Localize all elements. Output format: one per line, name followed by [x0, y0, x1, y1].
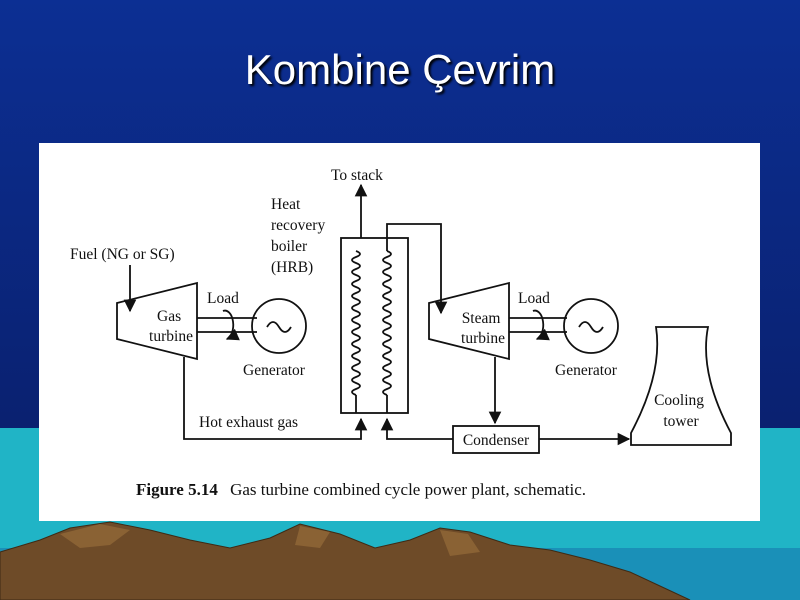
mountain-highlight — [440, 530, 480, 556]
hrb-label: Heat recovery boiler (HRB) — [271, 196, 329, 276]
sine-wave-icon-right — [578, 321, 604, 333]
boiler-coil-right — [382, 250, 392, 396]
cooling-tower-label: Cooling tower — [654, 392, 708, 430]
mountain-highlight — [60, 524, 130, 548]
gas-turbine — [116, 281, 198, 361]
boiler-coil-left — [351, 250, 361, 396]
fuel-label: Fuel (NG or SG) — [70, 246, 175, 263]
hot-exhaust-line — [183, 357, 368, 440]
sine-wave-icon-left — [266, 321, 292, 333]
condenser-label: Condenser — [463, 432, 530, 449]
slide-title: Kombine Çevrim — [244, 46, 556, 93]
generator-left-label: Generator — [243, 362, 306, 379]
mountain-range — [0, 521, 691, 600]
heat-recovery-boiler — [340, 237, 409, 414]
load-rotation-icon-right — [532, 309, 550, 341]
combined-cycle-schematic: To stack Heat recovery boiler (HRB) Fuel… — [70, 167, 732, 499]
condensate-return-line — [380, 417, 453, 440]
hot-exhaust-label: Hot exhaust gas — [199, 414, 298, 431]
generator-left-icon — [251, 298, 307, 354]
mountain-highlight — [295, 526, 330, 548]
figure-caption: Figure 5.14 Gas turbine combined cycle p… — [136, 480, 586, 499]
cooling-tower — [630, 326, 732, 446]
load-rotation-icon-left — [222, 309, 240, 341]
load-label-left: Load — [207, 290, 239, 307]
load-label-right: Load — [518, 290, 550, 307]
steam-supply-line — [386, 223, 448, 315]
steam-turbine — [428, 281, 510, 361]
caption-text: Gas turbine combined cycle power plant, … — [230, 480, 586, 499]
gas-turbine-label: Gas turbine — [149, 308, 193, 345]
to-stack-label: To stack — [331, 167, 383, 184]
generator-right-icon — [563, 298, 619, 354]
steam-turbine-label: Steam turbine — [461, 310, 505, 347]
generator-right-label: Generator — [555, 362, 618, 379]
figure-panel: To stack Heat recovery boiler (HRB) Fuel… — [39, 143, 760, 521]
caption-number: Figure 5.14 — [136, 480, 218, 499]
